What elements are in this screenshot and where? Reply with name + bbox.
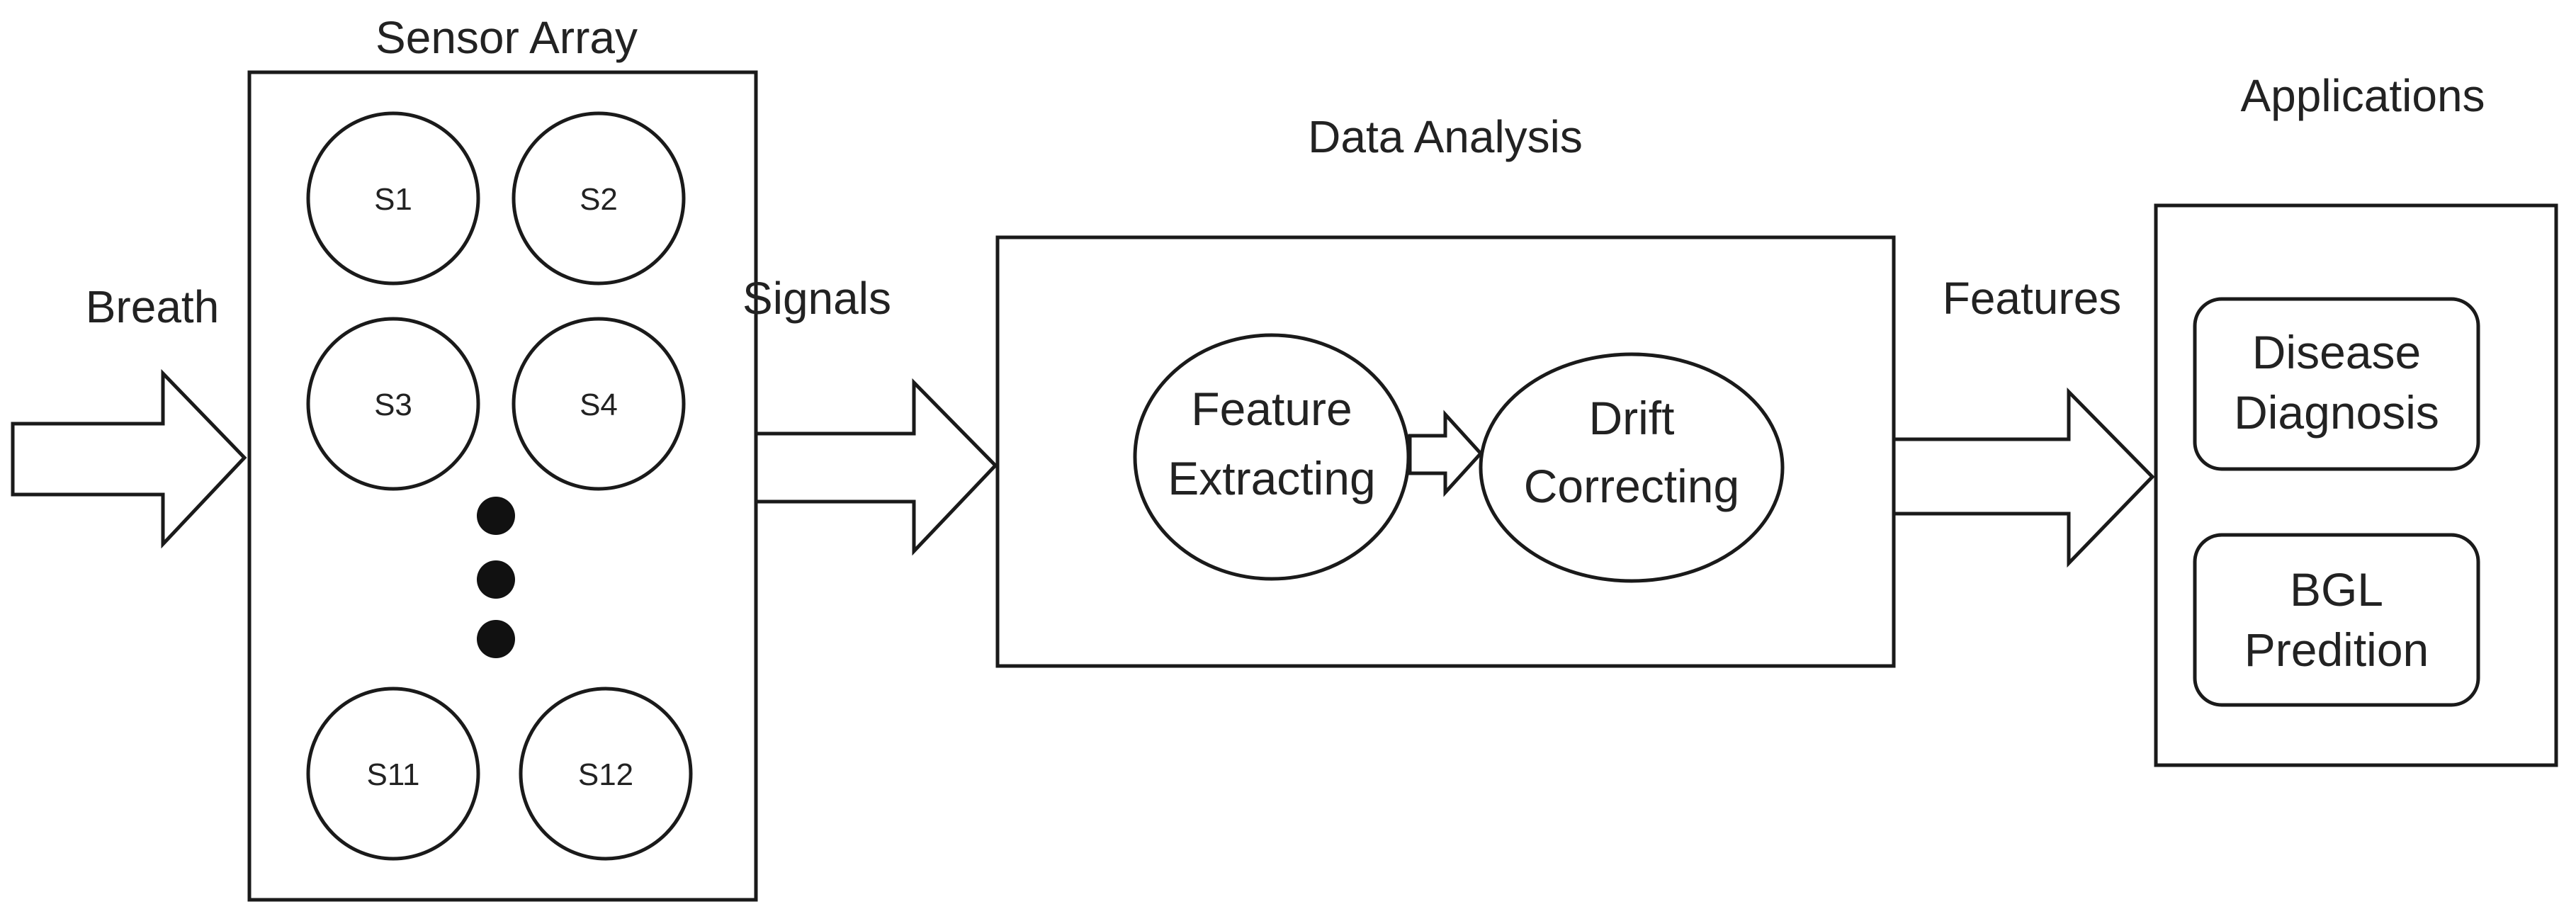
svg-text:Feature: Feature — [1191, 383, 1352, 435]
signals-arrow — [754, 378, 998, 556]
svg-text:S1: S1 — [374, 182, 412, 217]
svg-text:Predition: Predition — [2244, 623, 2429, 676]
sensor-s2: S2 — [512, 111, 686, 286]
svg-text:S12: S12 — [578, 757, 633, 792]
svg-text:S3: S3 — [374, 388, 412, 422]
features-label: Features — [1943, 273, 2122, 324]
breath-arrow — [11, 368, 247, 549]
sensor-s1: S1 — [306, 111, 480, 286]
disease-diagnosis-item: Disease Diagnosis — [2193, 297, 2480, 471]
svg-text:Diagnosis: Diagnosis — [2234, 386, 2439, 439]
bgl-prediction-item: BGL Predition — [2193, 533, 2480, 707]
data-analysis-title: Data Analysis — [1308, 111, 1583, 162]
sensor-s3: S3 — [306, 317, 480, 491]
sensor-array-title: Sensor Array — [375, 12, 638, 63]
applications-title: Applications — [2240, 70, 2485, 121]
ellipsis-dot-3 — [477, 620, 515, 658]
sensor-s12: S12 — [519, 687, 693, 861]
svg-text:Drift: Drift — [1589, 392, 1675, 444]
svg-text:BGL: BGL — [2290, 563, 2383, 616]
svg-text:S11: S11 — [366, 757, 419, 792]
svg-text:Correcting: Correcting — [1524, 460, 1739, 512]
ellipsis-dot-1 — [477, 497, 515, 535]
breath-label: Breath — [86, 281, 220, 332]
sensor-s4: S4 — [512, 317, 686, 491]
svg-text:S2: S2 — [580, 182, 618, 217]
internal-arrow — [1408, 410, 1484, 497]
svg-text:Disease: Disease — [2252, 326, 2421, 378]
sensor-s11: S11 — [306, 687, 480, 861]
drift-correcting-node: Drift Correcting — [1479, 352, 1785, 583]
features-arrow — [1892, 387, 2155, 568]
svg-text:Extracting: Extracting — [1168, 452, 1375, 504]
ellipsis-dot-2 — [477, 560, 515, 599]
signals-label: Signals — [742, 273, 891, 324]
feature-extracting-node: Feature Extracting — [1133, 333, 1411, 581]
svg-text:S4: S4 — [580, 388, 618, 422]
